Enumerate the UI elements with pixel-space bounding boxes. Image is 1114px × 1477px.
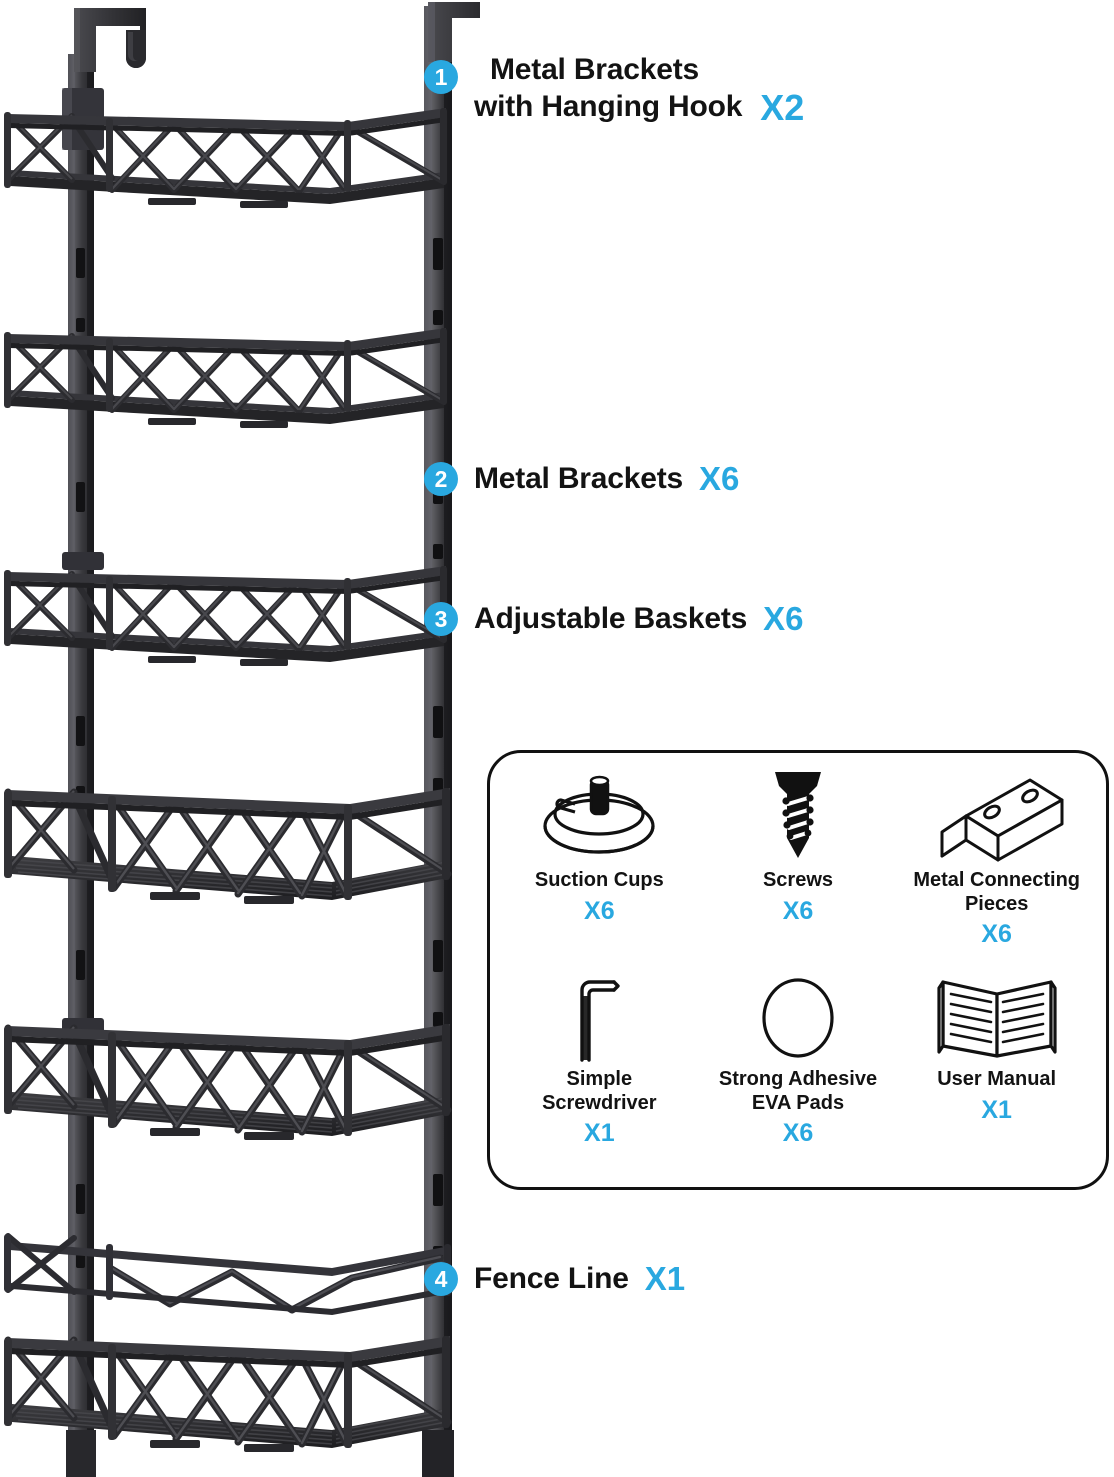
callout-fence-line: 4 Fence Line X1 [424, 1262, 685, 1296]
hanging-hook-left [74, 8, 146, 72]
callout-metal-brackets-with-hook: 1 Metal Brackets with Hanging Hook X2 [424, 52, 804, 126]
accessory-label: Simple Screwdriver [542, 1068, 657, 1114]
callout-4-label: Fence Line [474, 1262, 629, 1295]
accessory-item-user-manual: User Manual X1 [897, 972, 1096, 1177]
callout-3-qty: X6 [763, 600, 804, 637]
accessory-item-suction-cups: Suction Cups X6 [500, 767, 699, 972]
numbered-badge-icon: 3 [424, 602, 458, 636]
callout-4-qty: X1 [644, 1260, 686, 1297]
accessory-item-simple-screwdriver: Simple Screwdriver X1 [500, 972, 699, 1177]
callout-1-text-block: Metal Brackets with Hanging Hook X2 [474, 52, 804, 126]
callout-1-label-line1: Metal Brackets [490, 53, 699, 86]
screw-icon [761, 767, 835, 865]
left-rail-foot [66, 1430, 96, 1477]
right-vertical-rail [424, 6, 452, 1477]
product-illustration [0, 0, 480, 1477]
callout-2-label: Metal Brackets [474, 462, 683, 495]
numbered-badge-icon: 1 [424, 60, 458, 94]
hex-key-screwdriver-icon [562, 972, 636, 1064]
numbered-badge-icon: 4 [424, 1262, 458, 1296]
callout-3-label: Adjustable Baskets [474, 602, 748, 635]
accessory-qty: X6 [782, 896, 814, 925]
eva-pad-icon [753, 972, 843, 1064]
accessory-qty: X1 [584, 1119, 615, 1148]
numbered-badge-icon: 2 [424, 462, 458, 496]
accessory-item-metal-connecting-pieces: Metal Connecting Pieces X6 [897, 767, 1096, 972]
accessory-label: Strong Adhesive EVA Pads [718, 1068, 878, 1114]
callout-1-label-line2: with Hanging Hook [474, 89, 743, 123]
accessory-label: Suction Cups [534, 869, 664, 891]
user-manual-icon [933, 972, 1061, 1064]
suction-cup-icon [535, 767, 663, 865]
accessory-item-screws: Screws X6 [699, 767, 898, 972]
fence-line [4, 1233, 453, 1316]
callout-2-qty: X6 [698, 460, 740, 497]
rail-slots-right [433, 238, 443, 1261]
accessory-item-eva-pads: Strong Adhesive EVA Pads X6 [699, 972, 898, 1177]
accessory-label: User Manual [937, 1068, 1057, 1090]
accessory-qty: X6 [584, 896, 615, 925]
accessory-qty: X6 [782, 1119, 814, 1148]
metal-connecting-piece-icon [926, 767, 1068, 865]
accessories-panel: Suction Cups X6 [487, 750, 1109, 1190]
accessory-label: Screws [762, 869, 834, 891]
hanging-hook-right [428, 2, 480, 62]
accessory-label: Metal Connecting Pieces [913, 869, 1080, 915]
accessories-grid: Suction Cups X6 [500, 767, 1096, 1177]
callout-adjustable-baskets: 3 Adjustable Baskets X6 [424, 602, 804, 636]
callout-metal-brackets: 2 Metal Brackets X6 [424, 462, 739, 496]
callout-1-line2-row: with Hanging Hook X2 [474, 89, 804, 126]
accessory-qty: X6 [981, 920, 1012, 949]
callout-1-qty: X2 [760, 86, 805, 128]
right-rail-foot [422, 1430, 454, 1477]
accessory-qty: X1 [981, 1095, 1012, 1124]
